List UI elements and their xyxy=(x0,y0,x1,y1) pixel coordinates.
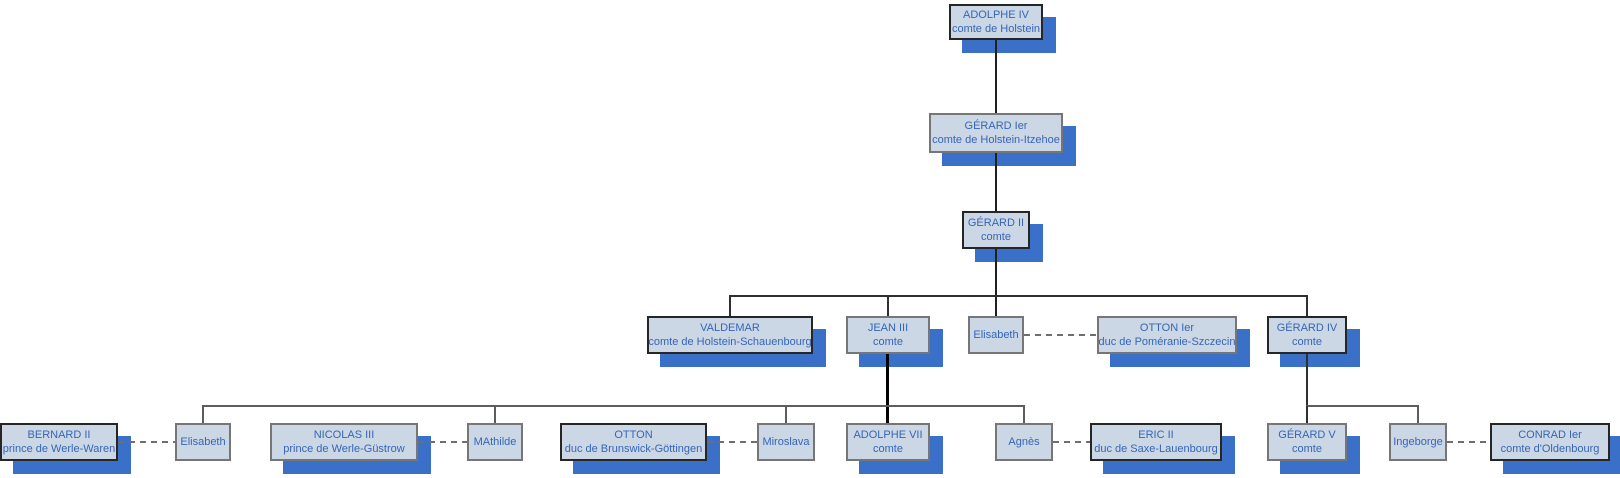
person-name: Miroslava xyxy=(762,436,810,448)
connector-stub-gerard-iv xyxy=(1306,296,1308,316)
person-name: GÉRARD II xyxy=(967,217,1025,229)
person-node-ingeborge[interactable]: Ingeborge xyxy=(1389,423,1447,461)
person-name: Elisabeth xyxy=(180,436,226,448)
connector-spine-adolphe-to-gerard1 xyxy=(995,40,997,113)
person-name: OTTON xyxy=(614,429,653,441)
connector-stub-gerard-v xyxy=(1306,406,1308,423)
person-name: Elisabeth xyxy=(973,329,1019,341)
person-name: OTTON Ier xyxy=(1139,322,1195,334)
person-title: duc de Saxe-Lauenbourg xyxy=(1094,443,1218,455)
connector-marriage-bernard-elisabeth xyxy=(118,441,175,443)
connector-spine-gerard2-to-elisabeth xyxy=(995,249,997,316)
connector-stub-elisabeth-2 xyxy=(202,406,204,423)
person-title: comte xyxy=(981,231,1011,243)
person-node-otton[interactable]: OTTON duc de Brunswick-Göttingen xyxy=(560,423,707,461)
person-node-otton-ier[interactable]: OTTON Ier duc de Poméranie-Szczecin xyxy=(1097,316,1237,354)
person-node-bernard-ii[interactable]: BERNARD II prince de Werle-Waren xyxy=(0,423,118,461)
person-title: duc de Poméranie-Szczecin xyxy=(1098,336,1236,348)
person-title: comte de Holstein-Schauenbourg xyxy=(648,336,812,348)
person-node-gerard-ii[interactable]: GÉRARD II comte xyxy=(962,211,1030,249)
person-title: comte d'Oldenbourg xyxy=(1500,443,1600,455)
person-node-valdemar[interactable]: VALDEMAR comte de Holstein-Schauenbourg xyxy=(647,316,813,354)
person-title: comte de Holstein-Itzehoe xyxy=(932,134,1060,146)
connector-children-bus-row5 xyxy=(202,405,1025,407)
person-name: Agnès xyxy=(1008,436,1040,448)
person-title: prince de Werle-Waren xyxy=(2,443,116,455)
person-name: VALDEMAR xyxy=(700,322,760,334)
connector-gerard-iv-descent xyxy=(1306,354,1308,406)
connector-spine-gerard1-to-gerard2 xyxy=(995,153,997,211)
person-node-gerard-v[interactable]: GÉRARD V comte xyxy=(1267,423,1347,461)
connector-marriage-agnes-eric xyxy=(1053,441,1090,443)
person-node-gerard-ier[interactable]: GÉRARD Ier comte de Holstein-Itzehoe xyxy=(929,113,1063,153)
person-title: comte de Holstein xyxy=(951,23,1041,35)
connector-marriage-nicolas-mathilde xyxy=(418,441,467,443)
person-node-conrad-ier[interactable]: CONRAD Ier comte d'Oldenbourg xyxy=(1490,423,1610,461)
person-name: GÉRARD IV xyxy=(1276,322,1338,334)
connector-stub-mathilde xyxy=(494,406,496,423)
person-title: comte xyxy=(873,443,903,455)
person-node-jean-iii[interactable]: JEAN III comte xyxy=(846,316,930,354)
person-title: comte xyxy=(873,336,903,348)
connector-stub-jean-iii xyxy=(887,296,889,316)
person-node-miroslava[interactable]: Miroslava xyxy=(757,423,815,461)
person-title: comte xyxy=(1292,336,1322,348)
connector-stub-ingeborge xyxy=(1417,406,1419,423)
person-name: ERIC II xyxy=(1138,429,1174,441)
connector-marriage-otton-miroslava xyxy=(707,441,757,443)
person-name: CONRAD Ier xyxy=(1518,429,1582,441)
person-title: comte xyxy=(1292,443,1322,455)
person-node-eric-ii[interactable]: ERIC II duc de Saxe-Lauenbourg xyxy=(1090,423,1222,461)
person-name: NICOLAS III xyxy=(313,429,375,441)
person-name: ADOLPHE VII xyxy=(853,429,923,441)
connector-marriage-ingeborge-conrad xyxy=(1447,441,1490,443)
connector-children-bus-row4 xyxy=(729,295,1308,297)
person-name: GÉRARD Ier xyxy=(964,120,1028,132)
person-node-nicolas-iii[interactable]: NICOLAS III prince de Werle-Güstrow xyxy=(270,423,418,461)
person-name: ADOLPHE IV xyxy=(962,9,1030,21)
person-node-adolphe-iv[interactable]: ADOLPHE IV comte de Holstein xyxy=(949,4,1043,40)
person-node-elisabeth-1[interactable]: Elisabeth xyxy=(968,316,1024,354)
person-title: duc de Brunswick-Göttingen xyxy=(564,443,703,455)
person-title: prince de Werle-Güstrow xyxy=(283,443,405,455)
connector-stub-miroslava xyxy=(785,406,787,423)
person-node-mathilde[interactable]: MAthilde xyxy=(467,423,523,461)
connector-gerard-iv-children-bus xyxy=(1306,405,1419,407)
person-node-elisabeth-2[interactable]: Elisabeth xyxy=(175,423,231,461)
person-name: GÉRARD V xyxy=(1278,429,1336,441)
connector-jean-iii-descent xyxy=(886,354,889,423)
person-name: Ingeborge xyxy=(1393,436,1443,448)
person-node-adolphe-vii[interactable]: ADOLPHE VII comte xyxy=(846,423,930,461)
connector-stub-agnes xyxy=(1023,406,1025,423)
person-name: BERNARD II xyxy=(27,429,91,441)
connector-stub-valdemar xyxy=(729,296,731,316)
person-node-gerard-iv[interactable]: GÉRARD IV comte xyxy=(1267,316,1347,354)
person-name: JEAN III xyxy=(867,322,909,334)
person-name: MAthilde xyxy=(473,436,517,448)
connector-marriage-elisabeth-otton-ier xyxy=(1024,334,1097,336)
person-node-agnes[interactable]: Agnès xyxy=(995,423,1053,461)
